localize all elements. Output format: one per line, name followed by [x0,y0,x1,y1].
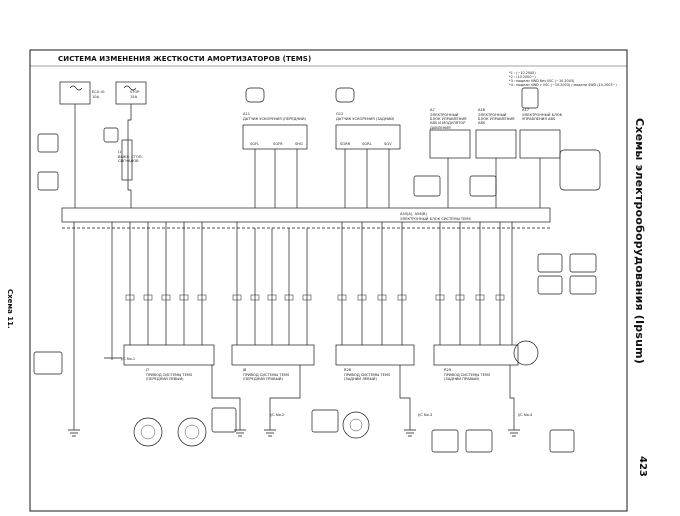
abs-unit-name: ЭЛЕКТРОННЫЙ БЛОК УПРАВЛЕНИЯ ABS [522,113,563,122]
abs-unit-code: A16 [478,108,486,112]
g-sensor-connector-icon [245,87,265,103]
g-sensor-connector-icon [335,87,355,103]
sensor-pin: SGFR [273,142,283,146]
ecu-block [61,207,551,223]
actuator-name: ПРИВОД СИСТЕМЫ TEMS (ПЕРЕДНИЙ ПРАВЫЙ) [243,373,290,382]
fuse-symbol [123,85,137,91]
actuator-connector-icon [342,411,370,439]
actuator-code: J8 [243,368,247,372]
wire-stop [127,104,132,208]
actuator-name: ПРИВОД СИСТЕМЫ TEMS (ЗАДНИЙ ЛЕВЫЙ) [344,373,391,382]
actuator-code: R28 [344,368,352,372]
actuator-box-rr [433,344,519,366]
abs-unit-4wd [475,129,517,159]
sensor-pin: SGFL [250,142,260,146]
sensor-pin: SGRL [362,142,372,146]
abs-unit-code: A7 [430,108,435,112]
fuse-symbol [69,85,83,91]
connector-icon [549,429,575,453]
connector-icon [413,175,441,197]
actuator-box-rl [335,344,415,366]
fuse-name: STOP [130,90,140,94]
stop-switch-body [121,139,133,181]
actuator-code: J7 [146,368,150,372]
abs-unit-name: ЭЛЕКТРОННЫЙ БЛОК УПРАВЛЕНИЯ ABS [478,113,515,126]
connector-icon [569,275,597,295]
connector-icon [103,127,119,143]
legend-note: *1 : (~10.2000) [509,71,536,75]
abs-unit-name: ЭЛЕКТРОННЫЙ БЛОК УПРАВЛЕНИЯ ABS И МОДУЛЯ… [430,113,467,130]
connector-icon [311,409,339,433]
connector-icon [537,253,563,273]
fuse-box-ecu-ig [59,81,91,105]
legend-note: *4 : модели 4WD с VSC (~10.2003) / модел… [509,83,617,87]
diagram-title: СИСТЕМА ИЗМЕНЕНИЯ ЖЕСТКОСТИ АМОРТИЗАТОРО… [58,55,312,63]
connector-icon [431,429,459,453]
actuator-connector-icon [513,340,539,366]
ecu-code: A55(A), A56(B) [400,212,427,216]
connector-icon [469,175,497,197]
actuator-connector-icon [133,417,163,447]
actuator-connector-icon [177,417,207,447]
fuse-name: ECU-IG [92,90,105,94]
actuator-wires-fr [236,222,308,345]
sensor-pin: SHG [295,142,303,146]
legend-notes: *1 : (~10.2000) *2 : (10.2000~) *3 : мод… [509,71,617,87]
abs-unit-2wd [429,129,471,159]
connector-icon [211,407,237,433]
sensor-name: ДАТЧИК УСКОРЕНИЯ (ЗАДНИЙ) [336,117,395,121]
sensor-code: A11 [243,112,251,116]
actuator-wires-rr [439,222,513,345]
actuator-box-fr [231,344,315,366]
sensor-name: ДАТЧИК УСКОРЕНИЯ (ПЕРЕДНИЙ) [243,117,306,121]
sensor-code: G12 [336,112,344,116]
abs-connector-icon [521,87,539,109]
abs-unit-label: A7 [430,108,470,112]
legend-note: *2 : (10.2000~) [509,75,536,79]
connector-icon [569,253,597,273]
ground-label: J/C No.2 [270,413,285,417]
ground-symbols [68,429,520,437]
fuse-rating: 15A [130,95,138,99]
ground-label: J/C No.3 [418,413,433,417]
connector-icon [37,133,59,153]
abs-unit-4wd-vsc [519,129,561,159]
connector-icon [37,171,59,191]
fuse-rating: 10A [92,95,100,99]
connector-icon [537,275,563,295]
actuator-wires-rl [341,222,403,345]
actuator-code: R29 [444,368,452,372]
switch-code: J1 [118,150,122,154]
ground-label: J/C No.4 [518,413,533,417]
ecu-name: ЭЛЕКТРОННЫЙ БЛОК СИСТЕМЫ TEMS [400,217,471,221]
sensor-pin: SGRR [340,142,351,146]
actuator-box-fl [123,344,215,366]
sensor-pin: SGV [384,142,392,146]
actuator-name: ПРИВОД СИСТЕМЫ TEMS (ЗАДНИЙ ПРАВЫЙ) [444,373,491,382]
fuse-box-stop [115,81,147,105]
abs-ecu-connector-icon [559,149,601,191]
actuator-wires-fl [129,222,203,345]
diagram-frame [29,49,628,512]
ground-label: J/C No.1 [121,357,136,361]
rear-g-sensor-box [335,124,401,150]
ground-wire [211,365,241,430]
actuator-name: ПРИВОД СИСТЕМЫ TEMS (ПЕРЕДНИЙ ЛЕВЫЙ) [146,373,193,382]
connector-icon [33,351,63,375]
abs-unit-code: A17 [522,108,530,112]
connector-icon [465,429,493,453]
front-g-sensor-box [242,124,308,150]
legend-note: *3 : модели 4WD без VSC (~10.2003) [509,79,575,83]
